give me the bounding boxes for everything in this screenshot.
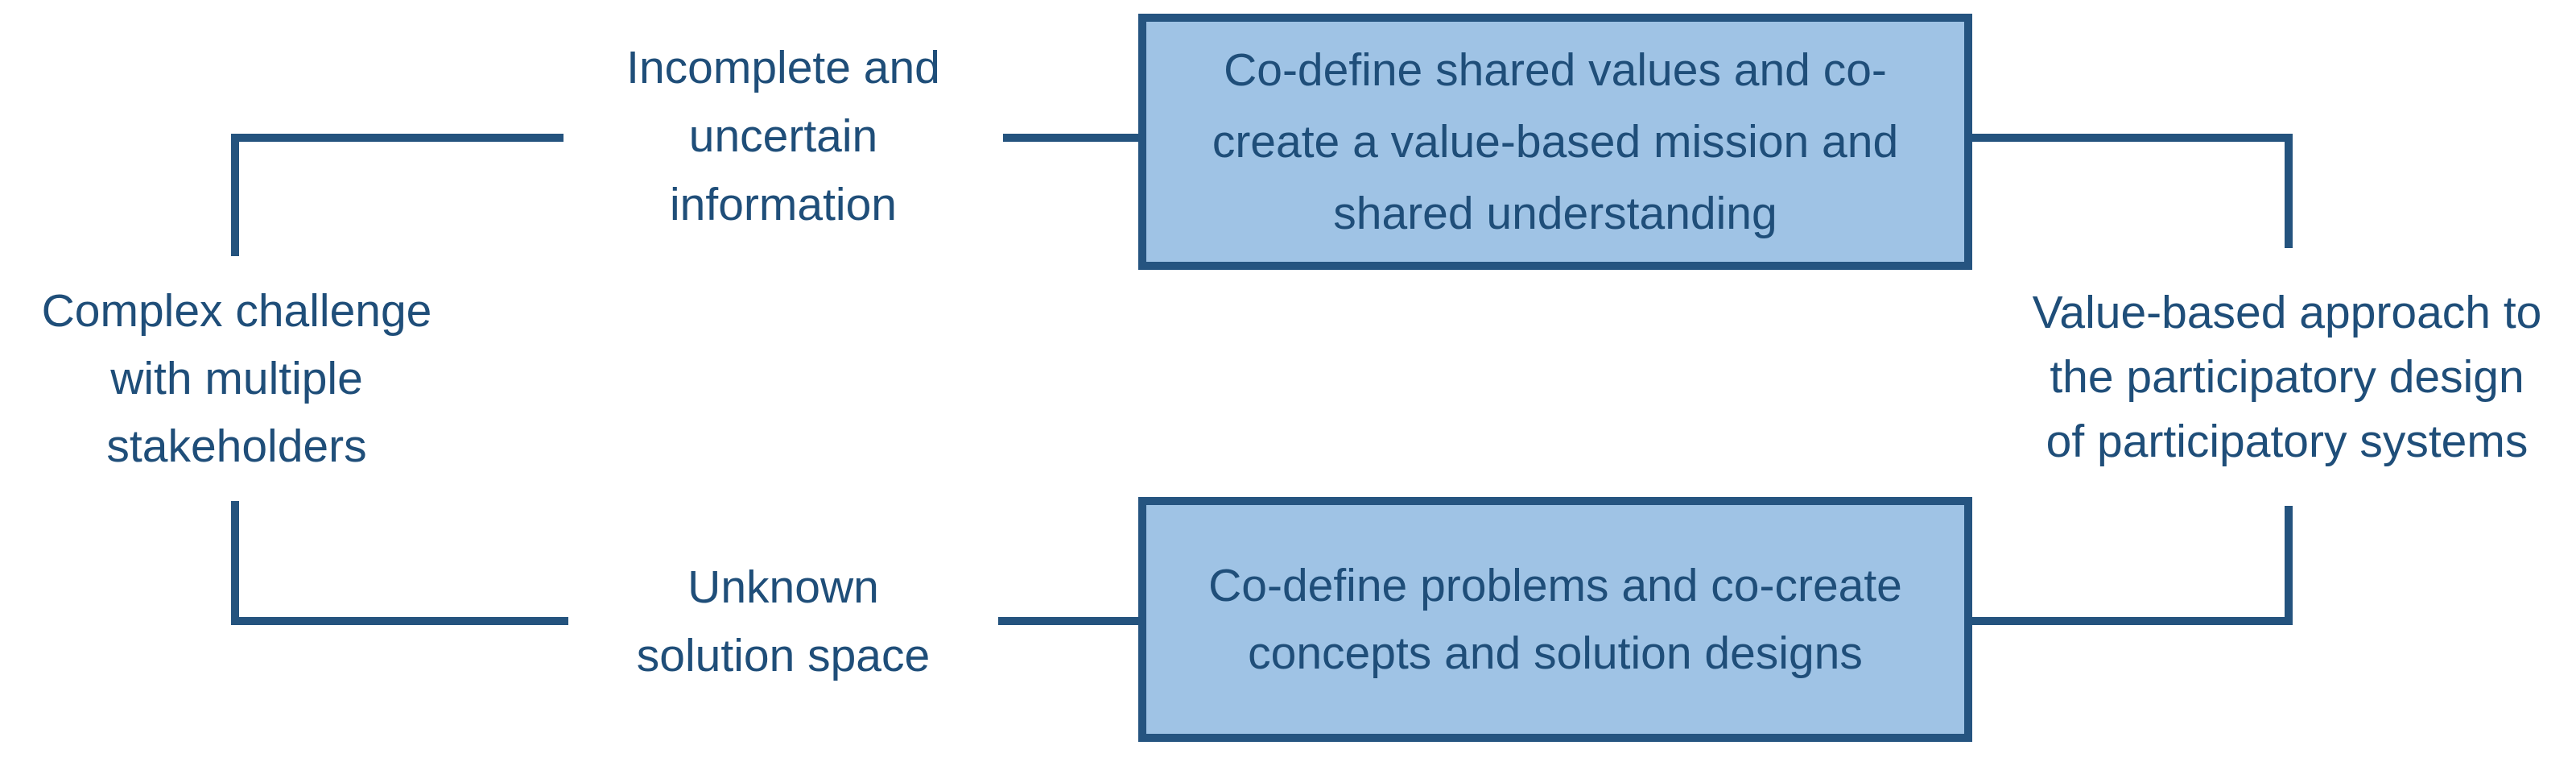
label-line: information [670, 178, 897, 230]
label-complex-challenge: Complex challenge with multiple stakehol… [6, 256, 467, 501]
label-line: Value-based approach to [2032, 287, 2542, 338]
box-text-line: Co-define shared values and co- [1224, 43, 1887, 96]
label-line: Complex challenge [41, 285, 432, 337]
label-line: the participatory design [2050, 351, 2524, 403]
connector-top-right-horizontal [1968, 134, 2293, 142]
label-line: of participatory systems [2046, 416, 2529, 467]
label-line: Unknown [687, 561, 879, 613]
label-line: Incomplete and [626, 41, 940, 93]
label-line: uncertain [688, 110, 878, 162]
box-text-line: Co-define problems and co-create [1208, 560, 1902, 611]
connector-bottom-right-horizontal [1968, 617, 2293, 625]
label-incomplete-information: Incomplete and uncertain information [564, 31, 1003, 242]
box-text-line: concepts and solution designs [1248, 627, 1863, 679]
box-co-define-shared-values: Co-define shared values and co- create a… [1138, 14, 1972, 270]
label-unknown-solution-space: Unknown solution space [568, 553, 998, 691]
label-line: with multiple [110, 353, 363, 404]
label-line: stakeholders [106, 420, 367, 472]
box-text-line: create a value-based mission and [1212, 115, 1899, 168]
box-co-define-problems: Co-define problems and co-create concept… [1138, 497, 1972, 742]
label-line: solution space [636, 630, 931, 681]
box-text-line: shared understanding [1333, 187, 1777, 239]
label-value-based-approach: Value-based approach to the participator… [2001, 248, 2573, 506]
